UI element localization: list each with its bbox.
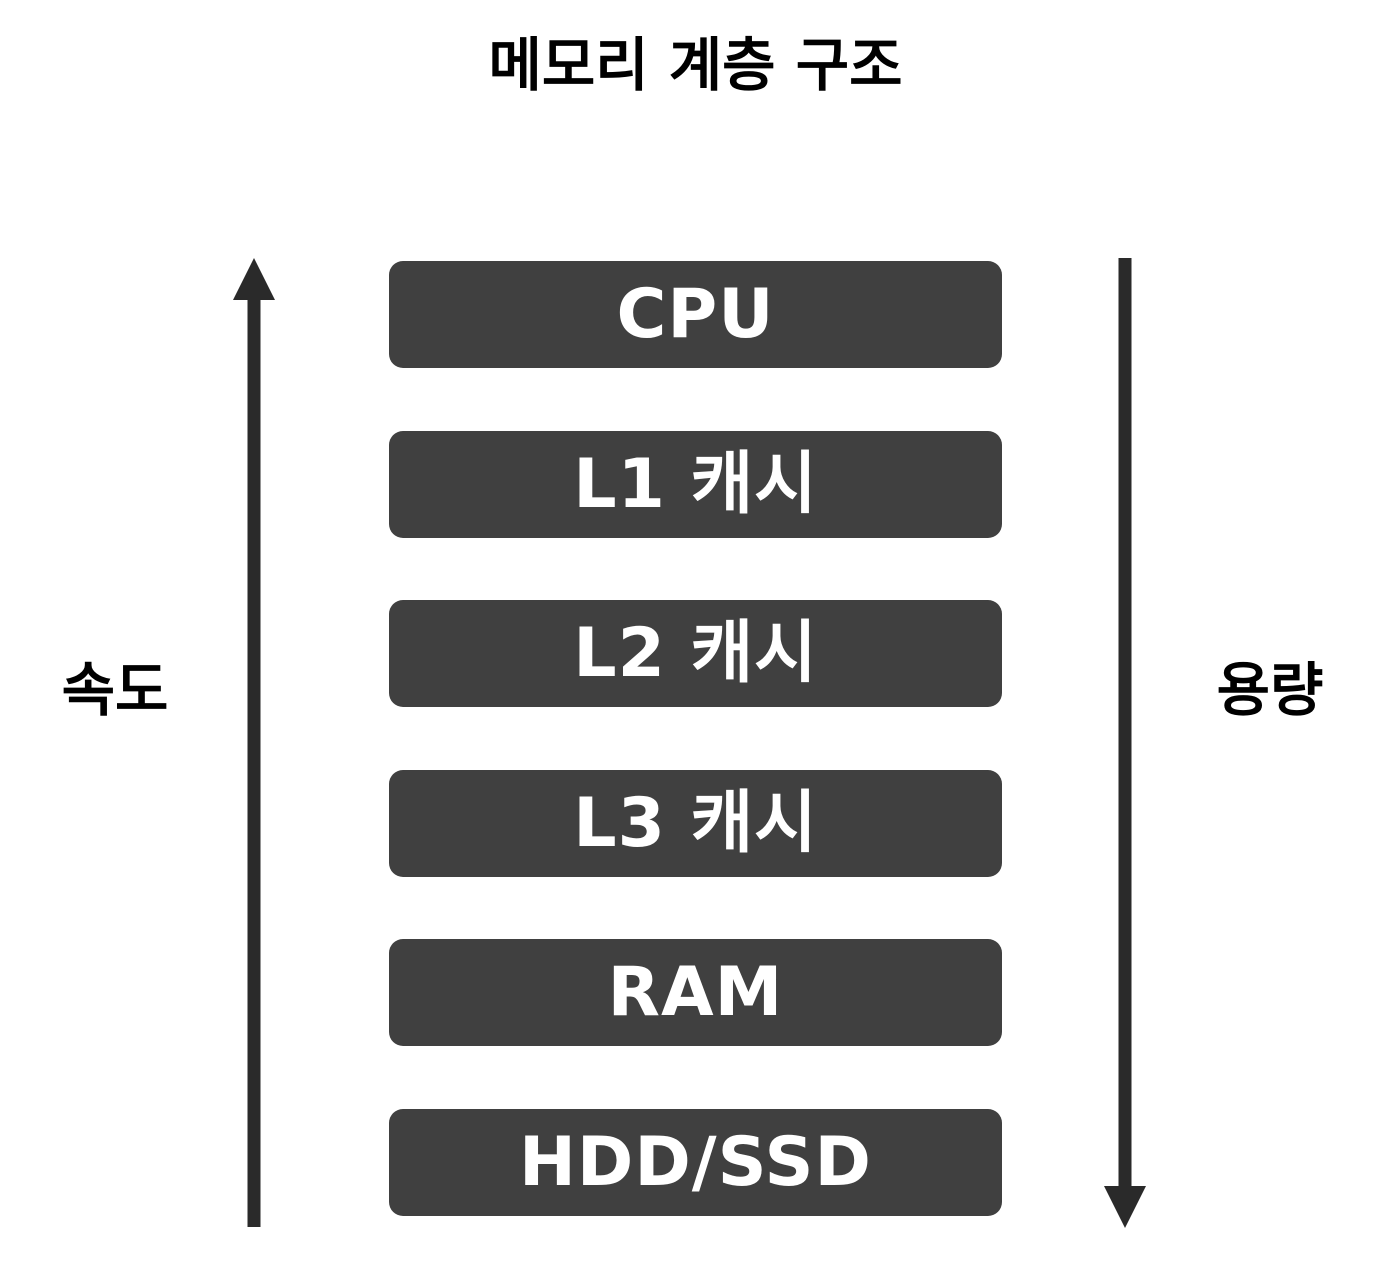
speed-label: 속도 [61,656,169,724]
layer-box-l3-cache: L3 캐시 [389,770,1002,877]
capacity-arrow [1104,258,1146,1228]
layer-label: HDD/SSD [519,1122,872,1202]
layer-box-ram: RAM [389,939,1002,1046]
layer-label: CPU [616,274,775,354]
capacity-label: 용량 [1216,656,1324,724]
layer-box-l1-cache: L1 캐시 [389,431,1002,538]
layer-box-storage: HDD/SSD [389,1109,1002,1216]
speed-arrow [233,258,275,1227]
layer-label: RAM [607,952,784,1032]
layer-box-l2-cache: L2 캐시 [389,600,1002,707]
layer-label: L3 캐시 [573,783,818,863]
capacity-arrow-head [1104,1186,1146,1228]
layer-label: L1 캐시 [573,444,818,524]
speed-arrow-head [233,258,275,300]
layer-label: L2 캐시 [573,613,818,693]
diagram-title: 메모리 계층 구조 [488,31,903,99]
layer-box-cpu: CPU [389,261,1002,368]
